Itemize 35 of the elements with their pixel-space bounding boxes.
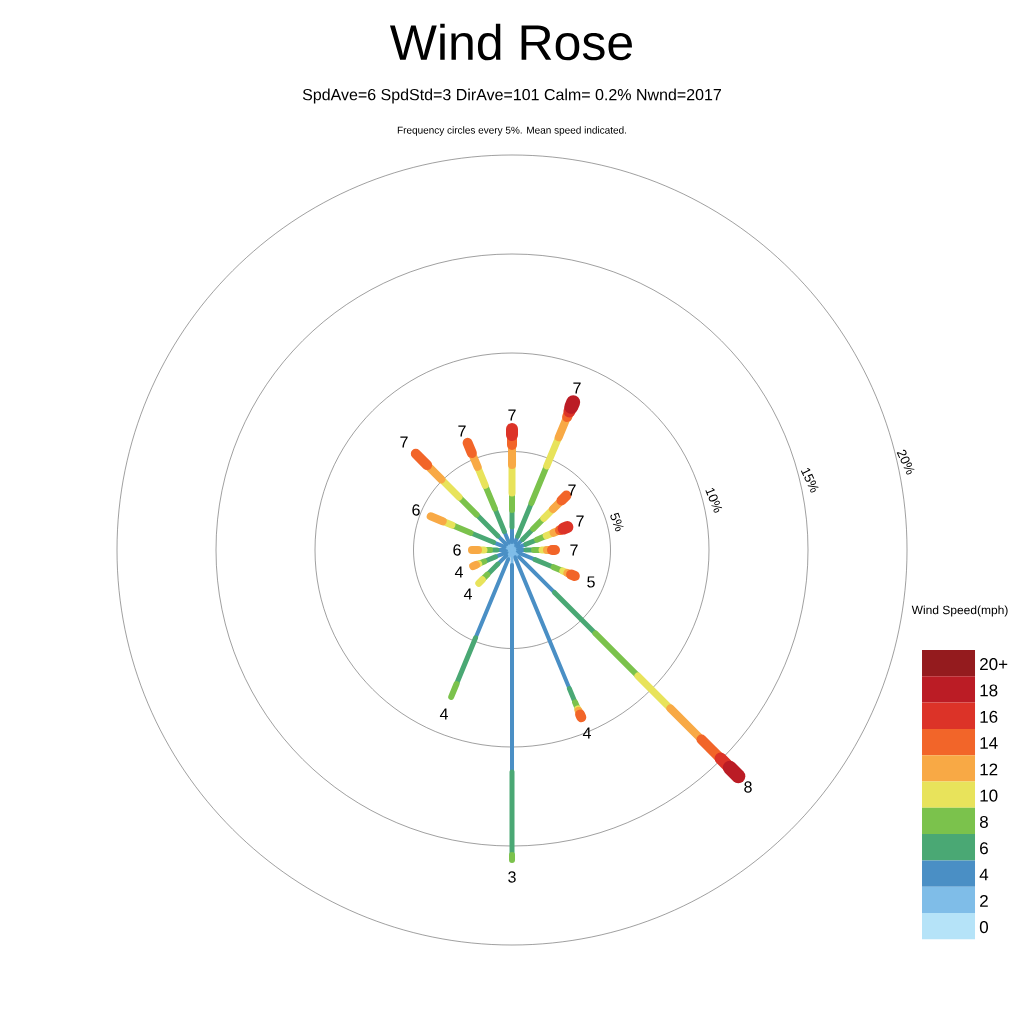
speed-label: 7 [568, 484, 576, 496]
legend-label: 20+ [980, 658, 1008, 671]
speed-label: 4 [463, 588, 472, 600]
speed-label: 4 [582, 727, 591, 739]
legend-label: 2 [980, 894, 988, 907]
legend-label: 0 [979, 921, 988, 934]
ring-label: 5% [610, 512, 624, 532]
legend-label: 14 [980, 737, 998, 749]
legend-label: 6 [980, 842, 988, 855]
caption: Frequency circles every 5%. Mean speed indicated. [397, 126, 626, 136]
ring-label: 15% [800, 468, 819, 493]
speed-label: 5 [587, 576, 595, 588]
speed-label: 7 [570, 544, 578, 556]
speed-label: 7 [458, 425, 466, 437]
ring-label: 10% [705, 487, 723, 513]
speed-label: 4 [454, 566, 463, 578]
speed-label: 3 [508, 871, 516, 883]
legend-label: 18 [980, 684, 998, 697]
legend-label: 16 [980, 710, 998, 723]
speed-label: 4 [439, 708, 448, 720]
speed-label: 7 [400, 436, 408, 448]
legend-label: 4 [979, 868, 989, 881]
legend-label: 12 [980, 763, 998, 776]
legend-label: 10 [980, 789, 998, 802]
stats-line: SpdAve=6 SpdStd=3 DirAve=101 Calm= 0.2% Nwnd=2017 [302, 88, 721, 104]
speed-label: 6 [412, 504, 420, 516]
speed-label: 7 [573, 382, 581, 394]
speed-label: 7 [576, 515, 584, 527]
legend-label: 8 [979, 815, 988, 828]
speed-label: 8 [744, 781, 752, 793]
speed-label: 6 [453, 544, 461, 556]
speed-label: 7 [508, 409, 516, 421]
legend-title: Wind Speed(mph) [911, 605, 1008, 617]
title: Wind Rose [389, 23, 632, 61]
ring-label: 20% [896, 449, 915, 475]
